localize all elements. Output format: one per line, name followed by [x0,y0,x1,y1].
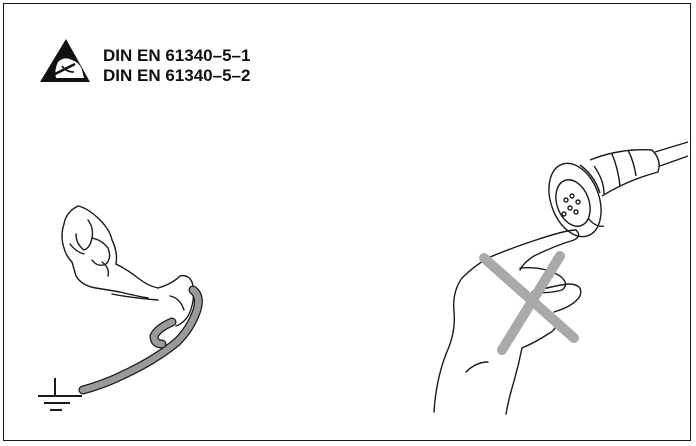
grounded-hand-illustration [61,205,195,327]
ground-symbol-icon [38,378,82,411]
standards-label: DIN EN 61340–5–1 DIN EN 61340–5–2 [103,46,250,86]
standard-line-2: DIN EN 61340–5–2 [103,66,251,85]
connector-illustration [548,141,689,238]
esd-warning-icon [40,39,90,82]
illustration-frame [3,3,691,441]
prohibited-x-icon [479,251,579,355]
standard-line-1: DIN EN 61340–5–1 [103,46,251,65]
ground-strap-cable [78,285,203,395]
touching-hand-illustration [433,229,582,415]
